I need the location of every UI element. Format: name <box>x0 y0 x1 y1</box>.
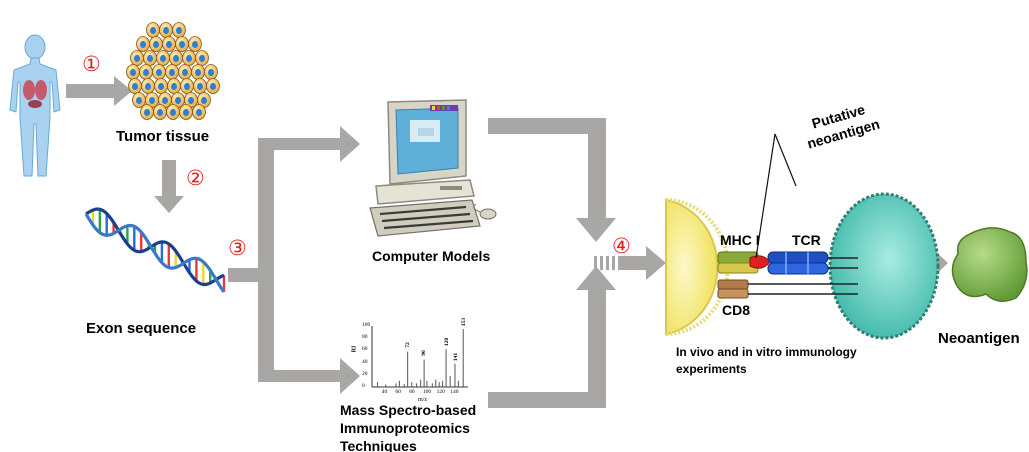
tumor-cell-nucleus <box>132 82 138 91</box>
tumor-cell-nucleus <box>196 108 202 117</box>
spectrum-peak-label: 128 <box>444 338 451 347</box>
arrow-human-to-tumor <box>66 76 132 106</box>
tcr-molecule <box>767 251 829 264</box>
tumor-cell-nucleus <box>136 96 142 105</box>
step-3-marker: ③ <box>228 236 247 260</box>
spectrum-x-tick: 140 <box>450 389 459 395</box>
cd8-molecule <box>717 279 749 290</box>
mass-spectrum-chart <box>371 326 468 388</box>
label-tumor-tissue: Tumor tissue <box>116 128 210 145</box>
spectrum-y-tick: 100 <box>362 322 371 328</box>
tumor-cell-nucleus <box>147 54 153 63</box>
t-cell <box>828 192 940 340</box>
dna-helix-icon <box>84 207 226 293</box>
tumor-cell-nucleus <box>201 96 207 105</box>
neoantigen-icon <box>951 227 1028 302</box>
label-mhc-i: MHC I <box>720 232 760 248</box>
arrow-computer-to-merge <box>488 118 616 242</box>
tumor-cell-nucleus <box>149 96 155 105</box>
tumor-cell-nucleus <box>182 68 188 77</box>
immunology-diagram <box>665 133 940 340</box>
tumor-cell-nucleus <box>160 54 166 63</box>
dna-strand <box>84 213 226 293</box>
tumor-cell-nucleus <box>170 108 176 117</box>
tumor-cell-nucleus <box>210 82 216 91</box>
tumor-cell-nucleus <box>173 54 179 63</box>
spectrum-peak-label: 72 <box>404 341 411 348</box>
spectrum-peak-label: 141 <box>453 352 460 361</box>
tumor-cell-nucleus <box>143 68 149 77</box>
label-mass-spec-3: Techniques <box>340 438 417 452</box>
arrow-tumor-to-exon <box>154 160 184 213</box>
tumor-cell-nucleus <box>184 82 190 91</box>
label-cd8: CD8 <box>722 302 751 318</box>
tumor-cell-nucleus <box>144 108 150 117</box>
label-computer-models: Computer Models <box>372 248 491 264</box>
step-4-marker: ④ <box>612 234 631 258</box>
neoantigen-pointer <box>755 133 776 259</box>
step-2-marker: ② <box>186 166 205 190</box>
arrow-merge-to-immunology <box>618 246 666 280</box>
tumor-cell-nucleus <box>188 96 194 105</box>
spectrum-y-tick: 20 <box>362 370 368 377</box>
tumor-cell-nucleus <box>140 40 146 49</box>
spectrum-peak-label: 96 <box>420 349 427 356</box>
tumor-cell-nucleus <box>130 68 136 77</box>
tumor-cell-nucleus <box>195 68 201 77</box>
human-body-icon <box>9 34 61 177</box>
label-mass-spec-2: Immunoproteomics <box>340 420 470 436</box>
tumor-cell-nucleus <box>145 82 151 91</box>
label-mass-spec-1: Mass Spectro-based <box>340 402 477 418</box>
spectrum-x-tick: 100 <box>422 389 432 395</box>
spectrum-y-label: RI <box>351 345 358 353</box>
tumor-cell-nucleus <box>153 40 159 49</box>
tumor-cell-nucleus <box>199 54 205 63</box>
tumor-cell-nucleus <box>175 96 181 105</box>
tumor-cell-nucleus <box>169 68 175 77</box>
tumor-cell-nucleus <box>163 26 169 35</box>
tumor-cell-nucleus <box>186 54 192 63</box>
spectrum-x-tick: 40 <box>381 389 388 395</box>
spectrum-x-tick: 80 <box>409 389 415 395</box>
label-immunology-1: In vivo and in vitro immunology <box>676 345 857 359</box>
tumor-cell-nucleus <box>197 82 203 91</box>
tumor-cell-nucleus <box>176 26 182 35</box>
computer-icon <box>369 99 497 237</box>
tumor-cell-nucleus <box>158 82 164 91</box>
tumor-cell-nucleus <box>166 40 172 49</box>
label-exon-sequence: Exon sequence <box>86 320 197 337</box>
tumor-cell-nucleus <box>208 68 214 77</box>
tumor-cell-nucleus <box>179 40 185 49</box>
tumor-cell-nucleus <box>162 96 168 105</box>
spectrum-y-tick: 0 <box>362 383 365 389</box>
spectrum-x-tick: 60 <box>395 389 401 395</box>
peptide <box>749 255 771 269</box>
tumor-cell-nucleus <box>134 54 140 63</box>
tumor-cell-nucleus <box>192 40 198 49</box>
step-1-marker: ① <box>82 52 101 76</box>
spectrum-y-tick: 40 <box>362 358 368 365</box>
spectrum-x-tick: 120 <box>436 389 445 395</box>
arrow-massspec-to-merge <box>488 266 616 408</box>
label-tcr: TCR <box>792 232 821 248</box>
spectrum-peak-label: 153 <box>461 317 468 327</box>
tumor-cell-nucleus <box>171 82 177 91</box>
tumor-tissue-icon <box>126 22 220 120</box>
antigen-presenting-cell <box>665 198 719 336</box>
label-immunology-2: experiments <box>676 362 747 376</box>
tumor-cell-nucleus <box>157 108 163 117</box>
tumor-cell-nucleus <box>156 68 162 77</box>
tumor-cell-nucleus <box>183 108 189 117</box>
spectrum-y-tick: 80 <box>362 334 368 341</box>
arrow-branch-trunk <box>228 126 360 394</box>
spectrum-x-label: m/z <box>418 397 427 403</box>
spectrum-y-tick: 60 <box>362 346 368 353</box>
label-neoantigen: Neoantigen <box>938 330 1020 347</box>
tumor-cell-nucleus <box>150 26 156 35</box>
dna-strand <box>85 207 225 287</box>
